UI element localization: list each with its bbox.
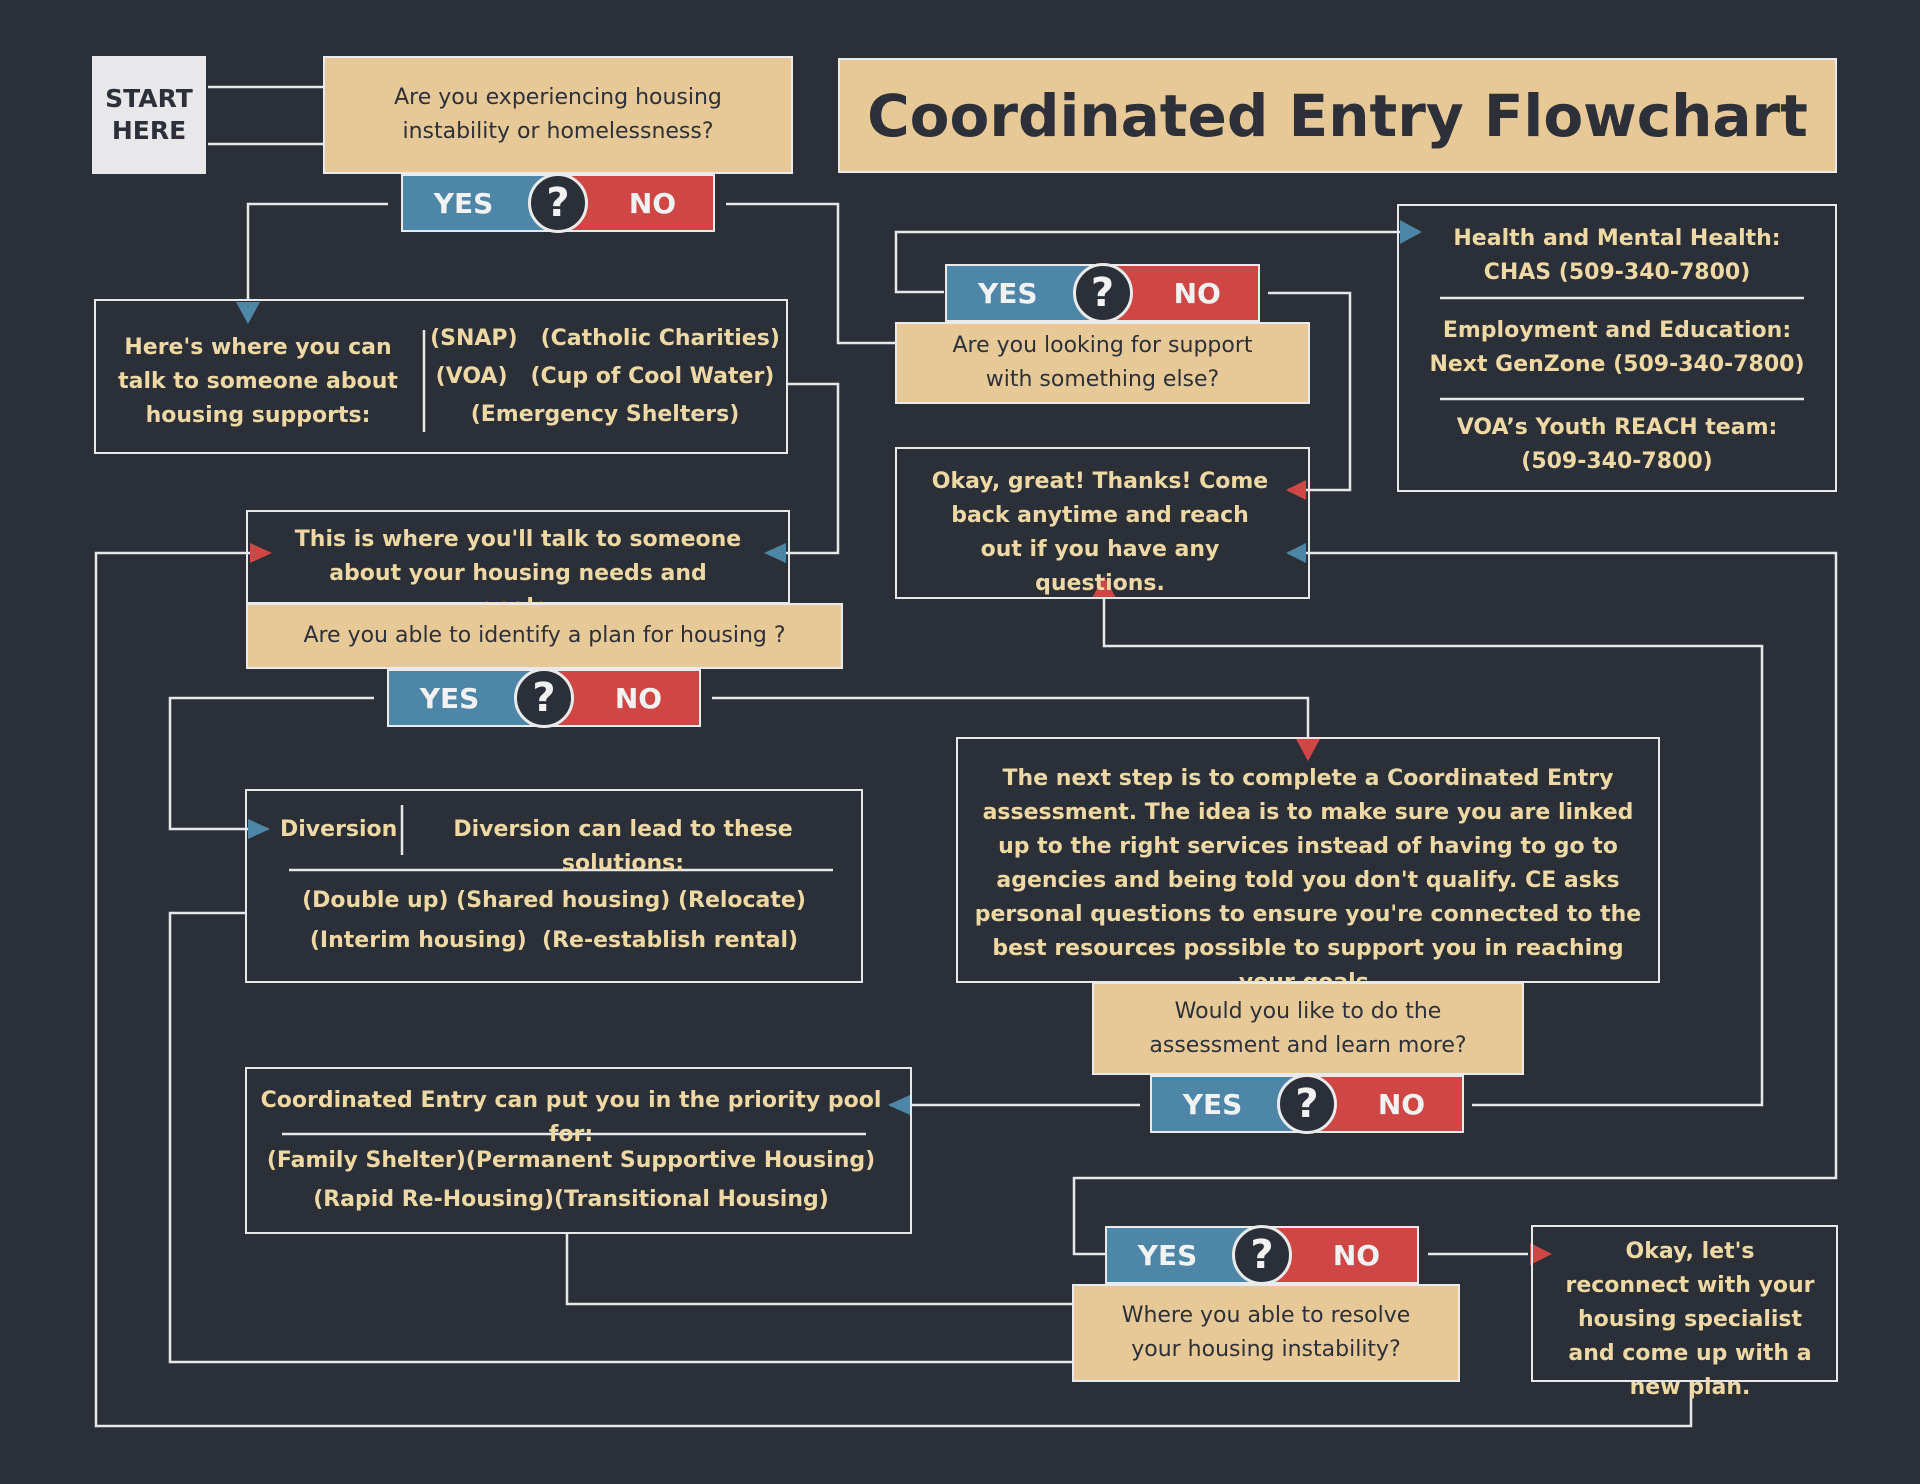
connector-support-no	[1268, 291, 1352, 492]
connector-q1-yes	[246, 202, 388, 300]
housing-supports-line3: (Emergency Shelters)	[470, 402, 740, 427]
yes-button[interactable]: YES	[947, 266, 1103, 320]
housing-supports-intro: Here's where you can talk to someone abo…	[118, 335, 398, 428]
connector-support-yes	[894, 230, 1400, 294]
diversion-solutions-line2: (Interim housing) (Re-establish rental)	[309, 928, 799, 953]
priority-pool-box	[245, 1067, 912, 1234]
question-resolve-text: Where you able to resolve your housing i…	[1121, 1303, 1411, 1362]
arrow-to-priority	[888, 1095, 910, 1115]
diversion-box	[245, 789, 863, 983]
diversion-lead: Diversion can lead to these solutions:	[453, 817, 793, 876]
diversion-solutions-line1: (Double up) (Shared housing) (Relocate)	[302, 888, 806, 913]
priority-pool-lead: Coordinated Entry can put you in the pri…	[260, 1088, 882, 1147]
question-plan: Are you able to identify a plan for hous…	[246, 603, 843, 669]
thanks-text: Okay, great! Thanks! Come back anytime a…	[931, 469, 1269, 596]
housing-supports-box	[94, 299, 788, 454]
connector-assess-no	[1102, 585, 1764, 1107]
question-plan-text: Are you able to identify a plan for hous…	[303, 623, 786, 648]
yes-no-housing-instability: YES NO ?	[401, 173, 715, 233]
arrow-to-diversion	[248, 819, 270, 839]
arrow-reconnect-to-talk	[250, 543, 272, 563]
connector-resolve-yes	[1072, 551, 1838, 1256]
housing-supports-line2: (VOA) (Cup of Cool Water)	[435, 364, 775, 389]
title-box: Coordinated Entry Flowchart	[838, 58, 1837, 173]
connector-reconnect-loop	[94, 551, 1693, 1428]
connector-priority-to-resolve	[565, 1234, 1094, 1306]
connector-plan-yes	[168, 696, 374, 831]
question-resolve: Where you able to resolve your housing i…	[1072, 1284, 1460, 1382]
resource-voa-title: VOA’s Youth REACH team:	[1456, 415, 1778, 440]
priority-pool-line2: (Rapid Re-Housing)(Transitional Housing)	[313, 1187, 829, 1212]
arrow-no-to-assessment	[1296, 739, 1320, 761]
question-mark-icon: ?	[514, 668, 574, 728]
yes-no-support-else: YES NO ?	[945, 263, 1260, 323]
connector-diversion-to-resolve	[168, 911, 1094, 1364]
question-housing-instability: Are you experiencing housing instability…	[323, 56, 793, 174]
arrow-supports-to-talk	[764, 543, 786, 563]
arrow-no-to-thanks	[1286, 480, 1306, 500]
question-mark-icon: ?	[528, 173, 588, 233]
yes-no-resolve: YES NO ?	[1105, 1225, 1419, 1285]
resource-voa-value: (509-340-7800)	[1521, 449, 1713, 474]
connector-supports-to-talk	[768, 382, 840, 555]
no-button[interactable]: NO	[1307, 1077, 1462, 1131]
question-assessment: Would you like to do the assessment and …	[1092, 982, 1524, 1075]
diversion-label: Diversion	[280, 817, 398, 842]
question-mark-icon: ?	[1232, 1225, 1292, 1285]
question-assessment-text: Would you like to do the assessment and …	[1149, 998, 1467, 1058]
priority-pool-line1: (Family Shelter)(Permanent Supportive Ho…	[266, 1148, 876, 1173]
assessment-text: The next step is to complete a Coordinat…	[974, 766, 1642, 995]
housing-supports-line1: (SNAP) (Catholic Charities)	[430, 326, 780, 351]
reconnect-box	[1531, 1225, 1838, 1382]
question-mark-icon: ?	[1277, 1074, 1337, 1134]
question-mark-icon: ?	[1072, 263, 1133, 323]
yes-button[interactable]: YES	[403, 176, 558, 230]
yes-no-plan: YES NO ?	[387, 668, 701, 728]
question-support-else-text: Are you looking for support with somethi…	[952, 333, 1253, 392]
resource-employment-value: Next GenZone (509-340-7800)	[1429, 352, 1805, 377]
resources-box	[1397, 204, 1837, 492]
arrow-assess-no-to-thanks	[1092, 576, 1116, 598]
resource-health-value: CHAS (509-340-7800)	[1483, 260, 1751, 285]
connector-q1-no	[726, 202, 905, 345]
arrow-to-resources	[1400, 220, 1422, 244]
arrow-to-reconnect	[1530, 1243, 1552, 1265]
page-title: Coordinated Entry Flowchart	[867, 81, 1808, 150]
thanks-box	[895, 447, 1310, 599]
start-box: START HERE	[92, 56, 206, 174]
yes-no-assessment: YES NO ?	[1150, 1074, 1464, 1134]
reconnect-text: Okay, let's reconnect with your housing …	[1565, 1239, 1815, 1400]
question-support-else: Are you looking for support with somethi…	[895, 322, 1310, 404]
arrow-yes-to-supports	[236, 302, 260, 324]
resource-employment-title: Employment and Education:	[1442, 318, 1792, 343]
resource-health-title: Health and Mental Health:	[1453, 226, 1781, 251]
arrow-resolve-yes-to-thanks	[1286, 543, 1306, 563]
start-label: START HERE	[105, 84, 193, 145]
question-housing-instability-text: Are you experiencing housing instability…	[394, 85, 722, 144]
connector-plan-no	[712, 696, 1310, 748]
